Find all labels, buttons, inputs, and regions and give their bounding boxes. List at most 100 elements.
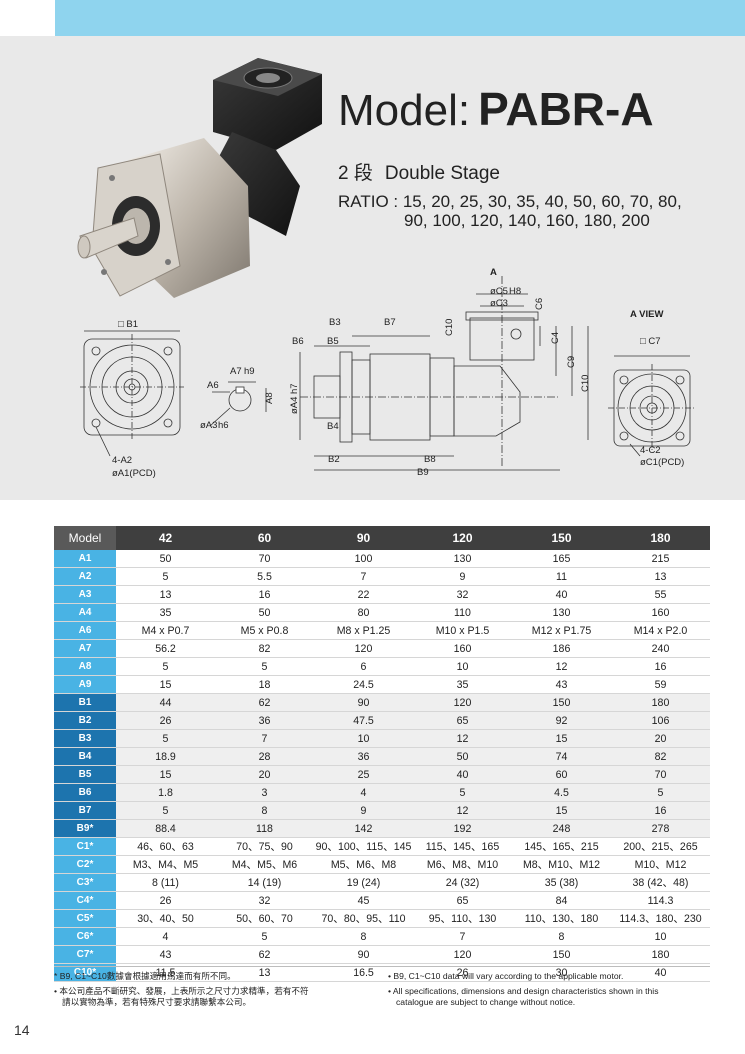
table-cell: 12	[512, 657, 611, 676]
note-en-2b: catalogue are subject to change without …	[396, 997, 576, 1007]
table-cell: M6、M8、M10	[413, 855, 512, 874]
table-cell: 65	[413, 891, 512, 910]
table-cell: 50	[413, 747, 512, 766]
label-b8: B8	[424, 454, 436, 465]
table-cell: 56.2	[116, 639, 215, 658]
table-cell: 59	[611, 675, 710, 694]
label-a7: A7	[230, 366, 242, 377]
header-size-180: 180	[611, 526, 710, 550]
table-cell: 43	[512, 675, 611, 694]
spec-header-row: Model 42 60 90 120 150 180	[54, 526, 710, 550]
row-key: B1	[54, 693, 116, 712]
table-cell: 16	[611, 657, 710, 676]
label-a4-tol: h7	[289, 383, 300, 394]
table-cell: 95、110、130	[413, 909, 512, 928]
label-c9: C9	[566, 356, 577, 368]
label-b7: B7	[384, 317, 396, 328]
table-cell: 46、60、63	[116, 837, 215, 856]
table-cell: 186	[512, 639, 611, 658]
label-a7-tol: h9	[244, 366, 255, 377]
table-cell: 215	[611, 550, 710, 568]
table-cell: 88.4	[116, 819, 215, 838]
model-name: PABR-A	[478, 83, 654, 135]
label-b9: B9	[417, 467, 429, 478]
label-c5: øC5	[490, 286, 508, 297]
stage-line: 2 段 Double Stage	[338, 158, 500, 185]
table-cell: M8 x P1.25	[314, 621, 413, 640]
note-en-1: • B9, C1~C10 data will vary according to…	[388, 971, 624, 981]
table-cell: 145、165、215	[512, 837, 611, 856]
model-prefix: Model:	[338, 86, 471, 135]
table-cell: 8 (11)	[116, 873, 215, 892]
shaft-key-detail	[209, 381, 267, 427]
table-cell: 13	[611, 567, 710, 586]
table-cell: M4、M5、M6	[215, 855, 314, 874]
table-cell: 19 (24)	[314, 873, 413, 892]
table-cell: 192	[413, 819, 512, 838]
table-cell: 44	[116, 693, 215, 712]
table-cell: 22	[314, 585, 413, 604]
model-title: Model:PABR-A	[338, 82, 654, 136]
table-cell: 142	[314, 819, 413, 838]
table-cell: 13	[215, 963, 314, 982]
row-key: B3	[54, 729, 116, 748]
table-cell: 16.5	[314, 963, 413, 982]
table-cell: 180	[611, 945, 710, 964]
table-cell: M5、M6、M8	[314, 855, 413, 874]
table-cell: 3	[215, 783, 314, 802]
side-view-drawing	[299, 276, 589, 471]
ratio-line-2: 90, 100, 120, 140, 160, 180, 200	[404, 211, 650, 230]
table-cell: 18	[215, 675, 314, 694]
table-cell: 4.5	[512, 783, 611, 802]
row-key: B6	[54, 783, 116, 802]
note-zh-1: * B9, C1~C10數據會根據適用馬達而有所不同。	[54, 971, 236, 981]
label-b4: B4	[327, 421, 339, 432]
table-cell: 106	[611, 711, 710, 730]
table-cell: 50	[215, 603, 314, 622]
stage-zh: 2 段	[338, 163, 373, 184]
table-cell: 24 (32)	[413, 873, 512, 892]
table-cell: 40	[413, 765, 512, 784]
row-key: A8	[54, 657, 116, 676]
table-cell: 160	[611, 603, 710, 622]
table-cell: 50	[116, 550, 215, 568]
table-cell: 120	[413, 693, 512, 712]
label-a8: A8	[264, 392, 275, 404]
table-cell: 180	[611, 693, 710, 712]
label-c5-tol: H8	[509, 286, 521, 297]
table-cell: 70	[215, 550, 314, 568]
table-cell: 90	[314, 945, 413, 964]
table-cell: 35 (38)	[512, 873, 611, 892]
table-cell: M8、M10、M12	[512, 855, 611, 874]
table-cell: 47.5	[314, 711, 413, 730]
technical-drawings: □ B1 4-A2 øA1(PCD) A7 h9 A6 A8 øA3 h6 øA…	[77, 58, 696, 479]
table-cell: 28	[215, 747, 314, 766]
label-c3: øC3	[490, 298, 508, 309]
table-cell: 16	[215, 585, 314, 604]
gearbox-product-image	[77, 58, 322, 298]
note-zh-2a: • 本公司產品不斷研究、發展，上表所示之尺寸力求精準，若有不符	[54, 986, 309, 996]
table-cell: 4	[314, 783, 413, 802]
front-view-drawing	[80, 330, 184, 457]
table-cell: 40	[611, 963, 710, 982]
row-key: A3	[54, 585, 116, 604]
table-cell: 8	[314, 927, 413, 946]
header-model: Model	[54, 526, 116, 550]
stage-en: Double Stage	[384, 163, 501, 184]
row-key: A2	[54, 567, 116, 586]
table-cell: 35	[116, 603, 215, 622]
row-key: A1	[54, 550, 116, 568]
table-cell: 240	[611, 639, 710, 658]
table-cell: 7	[215, 729, 314, 748]
table-cell: 10	[611, 927, 710, 946]
table-cell: 7	[413, 927, 512, 946]
